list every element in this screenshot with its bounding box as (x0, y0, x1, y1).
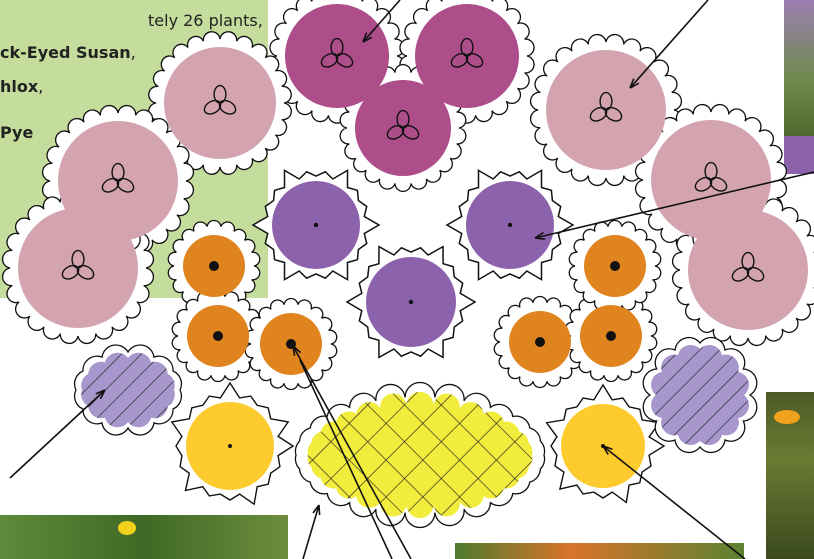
dark-center (535, 337, 545, 347)
lavender-hatch (81, 353, 175, 428)
plant-name-joe-pye: Pye (0, 123, 33, 142)
center-dot (508, 223, 512, 227)
info-line-3: hlox, (0, 70, 43, 103)
info-line-2: ck-Eyed Susan, (0, 36, 136, 69)
info-line-4: Pye (0, 116, 33, 149)
leader-line (603, 446, 745, 559)
leader-line (10, 390, 105, 478)
center-dot (314, 223, 318, 227)
info-line-1: tely 26 plants, (148, 4, 263, 37)
dark-center (209, 261, 219, 271)
plant-name-black-eyed-susan: ck-Eyed Susan (0, 43, 131, 62)
lavender-hatch (651, 345, 749, 445)
dark-center (213, 331, 223, 341)
center-dot (228, 444, 232, 448)
info-comma: , (131, 43, 136, 62)
plant-name-phlox: hlox (0, 77, 38, 96)
info-comma: , (38, 77, 43, 96)
center-dot (409, 300, 413, 304)
dark-center (606, 331, 616, 341)
leader-line (303, 505, 319, 559)
dark-center (610, 261, 620, 271)
